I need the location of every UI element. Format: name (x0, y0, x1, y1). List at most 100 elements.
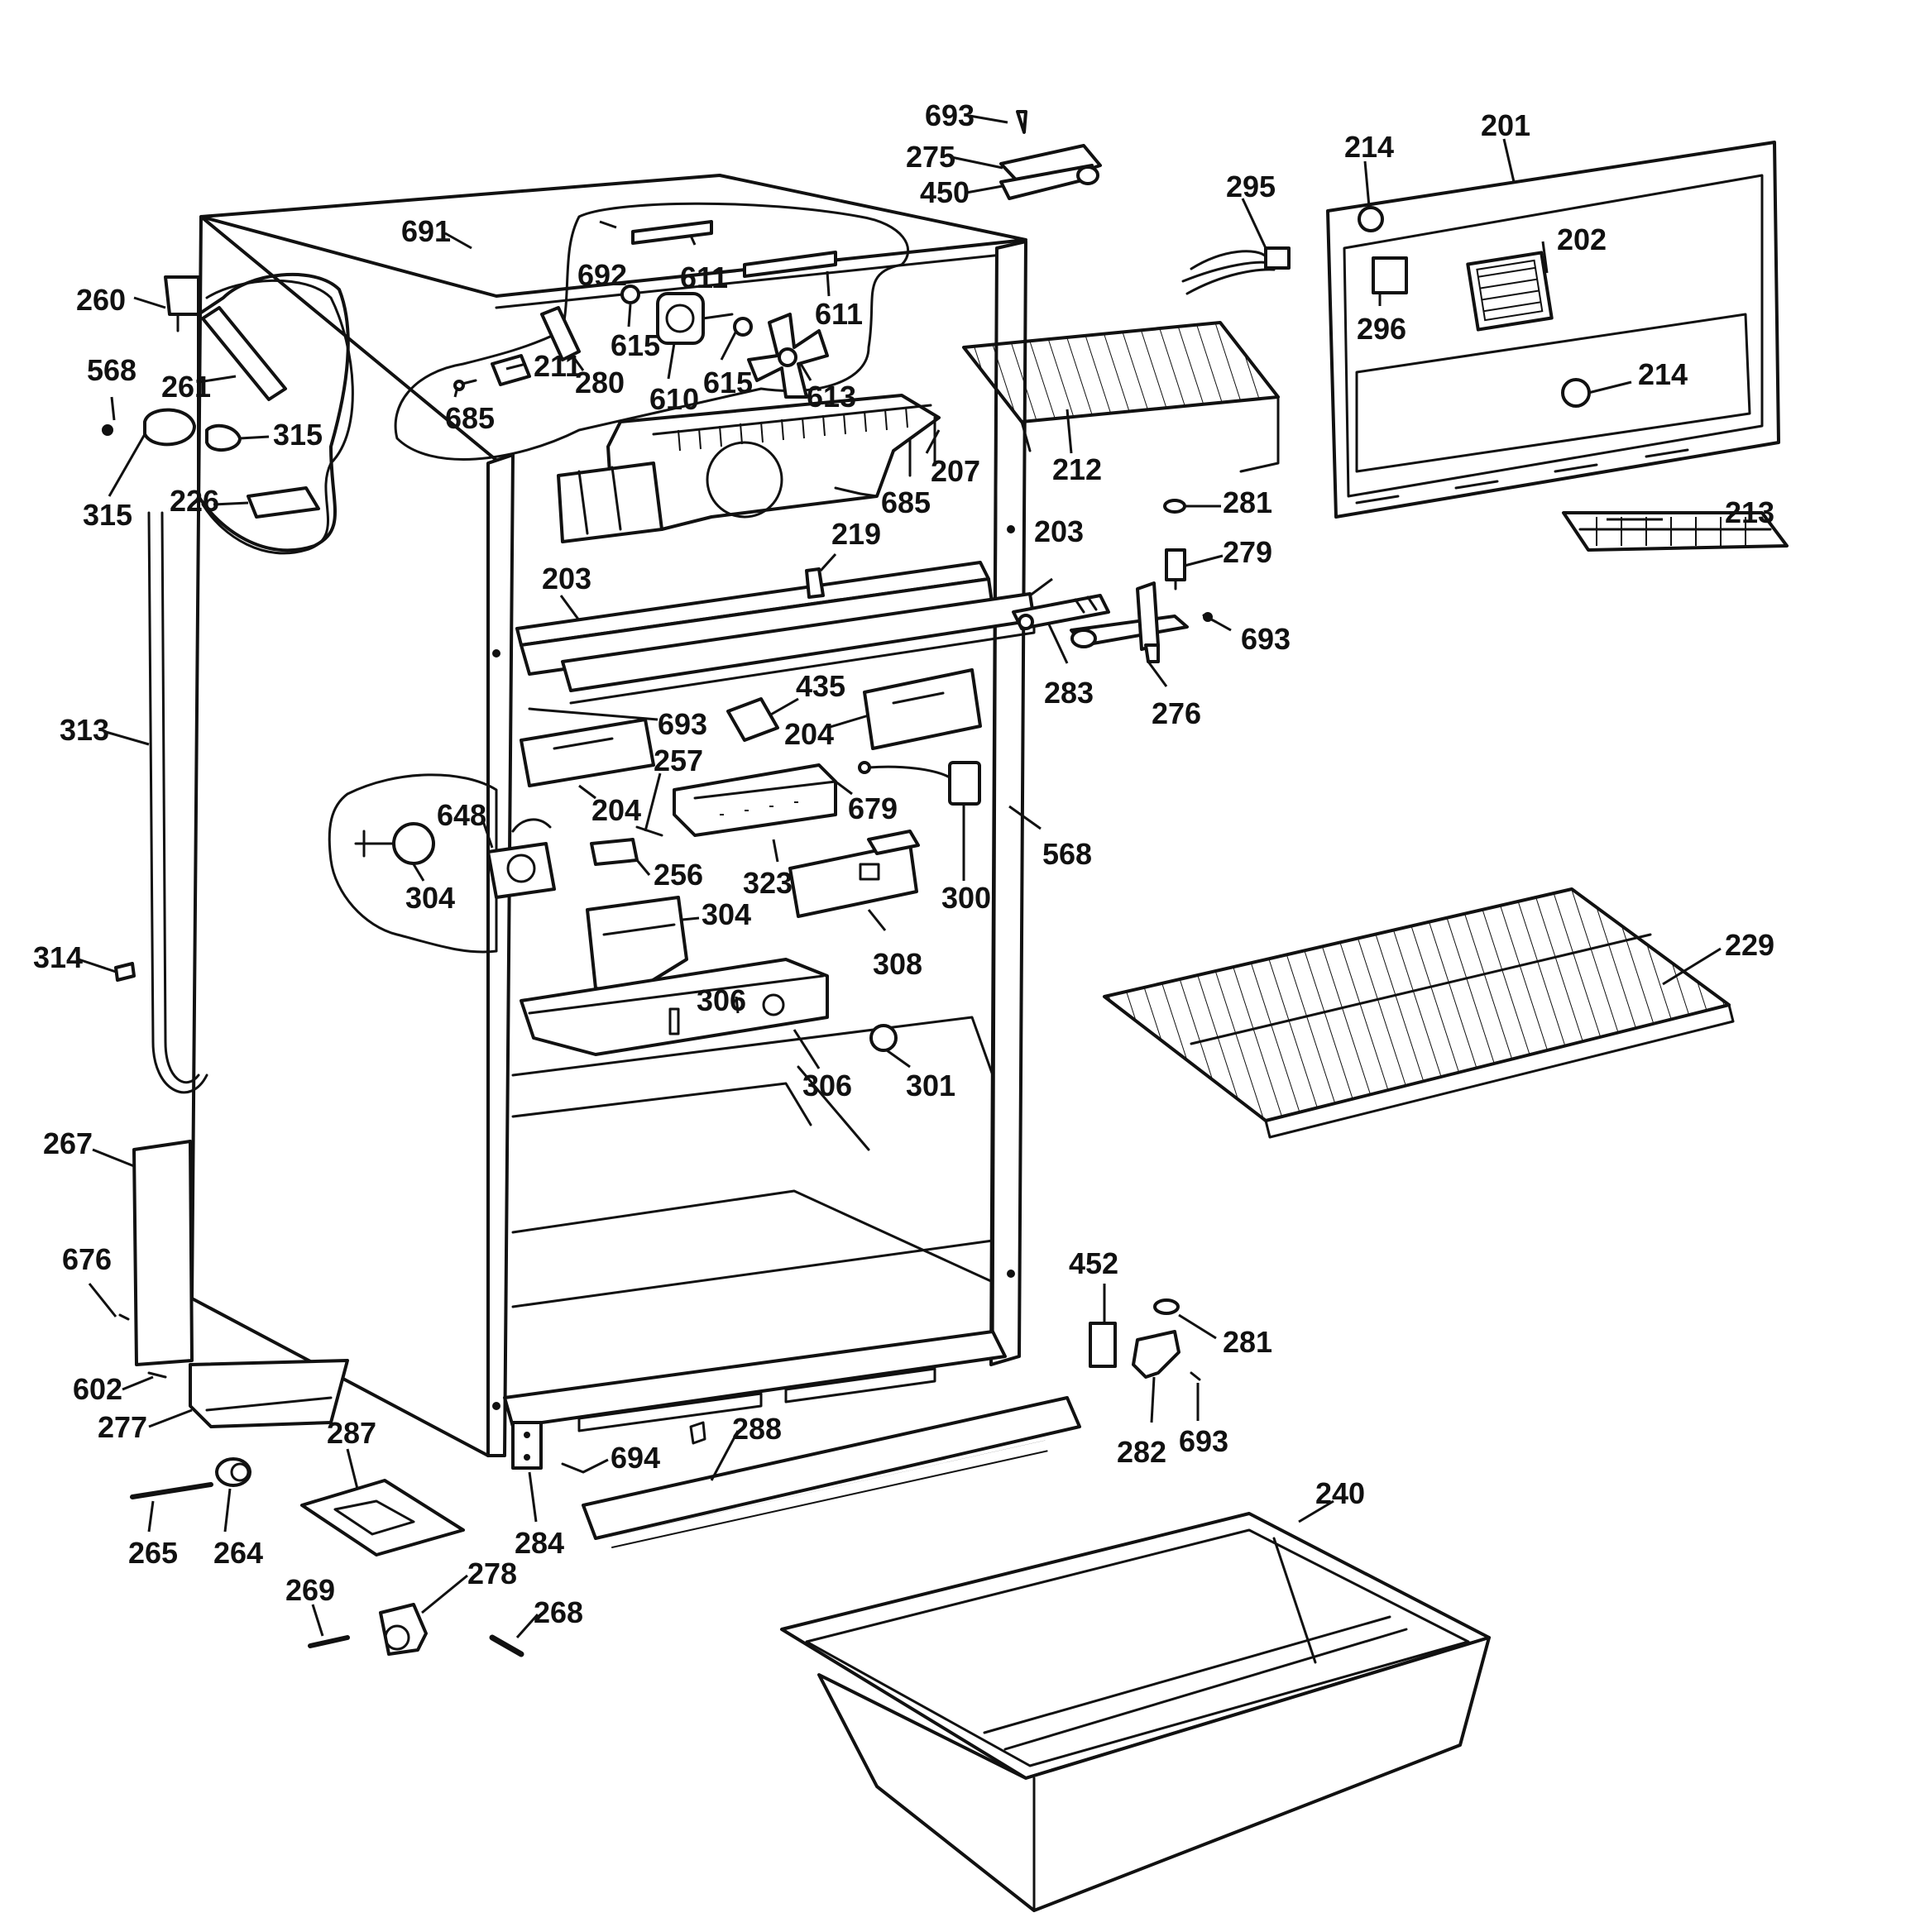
label-568a: 568 (87, 353, 136, 387)
ice-tray-213 (1562, 511, 1789, 552)
label-281a: 281 (1223, 485, 1272, 519)
drain-315 (102, 408, 242, 452)
label-280: 280 (575, 366, 625, 399)
label-277: 277 (98, 1410, 147, 1444)
pin-265 (130, 1482, 213, 1499)
label-450: 450 (920, 175, 970, 209)
crisper-drawer-240 (780, 1512, 1491, 1912)
label-212: 212 (1052, 452, 1102, 486)
label-201: 201 (1481, 108, 1530, 142)
screw-693b (1190, 1371, 1201, 1381)
breakout-cloud-upper (197, 272, 350, 552)
label-281b: 281 (1223, 1325, 1272, 1359)
label-301: 301 (906, 1069, 955, 1102)
label-693d: 693 (1179, 1424, 1228, 1458)
label-204b: 204 (591, 793, 641, 827)
label-214b: 214 (1638, 357, 1688, 391)
part-452 (1089, 1322, 1117, 1368)
label-288: 288 (732, 1412, 782, 1446)
label-211: 211 (534, 349, 582, 383)
drain-tube-313 (147, 511, 208, 1094)
label-694: 694 (611, 1441, 660, 1475)
label-693a: 693 (925, 98, 975, 132)
label-611a: 611 (680, 261, 728, 294)
light-socket-211 (453, 354, 531, 391)
label-693c: 693 (658, 707, 707, 741)
part-435 (726, 697, 779, 742)
freezer-shelf-212 (962, 321, 1280, 473)
freezer-door-panel-201 (1326, 141, 1780, 519)
label-685a: 685 (445, 401, 495, 435)
leader-lines (78, 114, 1722, 1638)
label-452: 452 (1069, 1246, 1118, 1280)
label-304a: 304 (405, 881, 455, 915)
label-435: 435 (796, 669, 845, 703)
label-615a: 615 (611, 328, 660, 362)
wire-harness-295 (1181, 246, 1291, 295)
thermostat-304 (354, 822, 435, 865)
label-676: 676 (62, 1242, 112, 1276)
part-226 (247, 486, 320, 519)
label-296: 296 (1357, 312, 1406, 346)
label-276: 276 (1152, 696, 1201, 730)
part-284 (511, 1421, 543, 1470)
label-204a: 204 (784, 717, 834, 751)
timer-648 (486, 818, 556, 899)
evaporator-cover-207 (557, 394, 941, 543)
label-207: 207 (931, 454, 980, 488)
label-214a: 214 (1344, 130, 1394, 164)
label-279: 279 (1223, 535, 1272, 569)
label-615b: 615 (703, 366, 753, 399)
label-304b: 304 (702, 897, 751, 931)
label-306b: 306 (802, 1069, 852, 1102)
label-284: 284 (515, 1526, 564, 1560)
label-679: 679 (848, 791, 898, 825)
label-267: 267 (43, 1126, 93, 1160)
label-300: 300 (941, 881, 991, 915)
roller-278 (379, 1603, 428, 1656)
label-226: 226 (170, 484, 219, 518)
center-hinge-276 (1070, 499, 1218, 663)
label-203a: 203 (542, 562, 591, 595)
label-261: 261 (161, 370, 211, 404)
label-203b: 203 (1034, 514, 1084, 548)
label-219: 219 (831, 517, 881, 551)
housing-304 (586, 896, 688, 994)
control-brackets-204 (520, 668, 982, 787)
label-229: 229 (1725, 928, 1774, 962)
label-308: 308 (873, 947, 922, 981)
breakout-cloud-freezer (394, 202, 910, 461)
label-691: 691 (401, 214, 451, 248)
label-287: 287 (327, 1416, 376, 1450)
tube-261 (201, 306, 287, 401)
switch-300 (858, 761, 981, 806)
label-685b: 685 (881, 485, 931, 519)
label-315b: 315 (83, 498, 132, 532)
label-240: 240 (1315, 1476, 1365, 1510)
label-282: 282 (1117, 1435, 1166, 1469)
breakout-cloud-controls (328, 773, 498, 954)
control-housing-323 (673, 763, 837, 837)
part-256 (590, 838, 639, 866)
screw-269 (308, 1635, 350, 1648)
screw-268 (489, 1634, 524, 1657)
roller-264 (215, 1457, 251, 1487)
light-housing-306 (520, 958, 829, 1056)
clip-314 (114, 962, 136, 982)
label-602: 602 (73, 1372, 122, 1406)
label-314: 314 (33, 940, 83, 974)
screw-693 (528, 707, 539, 711)
shelf-229 (1103, 887, 1735, 1139)
label-611b: 611 (815, 297, 863, 331)
label-260: 260 (76, 283, 126, 317)
bracket-308 (788, 830, 920, 918)
washer-281 (1153, 1298, 1180, 1315)
label-275: 275 (906, 140, 955, 174)
label-313: 313 (60, 713, 109, 747)
label-256: 256 (654, 858, 703, 892)
plate-287 (300, 1479, 465, 1557)
label-315a: 315 (273, 418, 323, 452)
label-264: 264 (213, 1536, 263, 1570)
screw-694 (561, 1462, 585, 1474)
